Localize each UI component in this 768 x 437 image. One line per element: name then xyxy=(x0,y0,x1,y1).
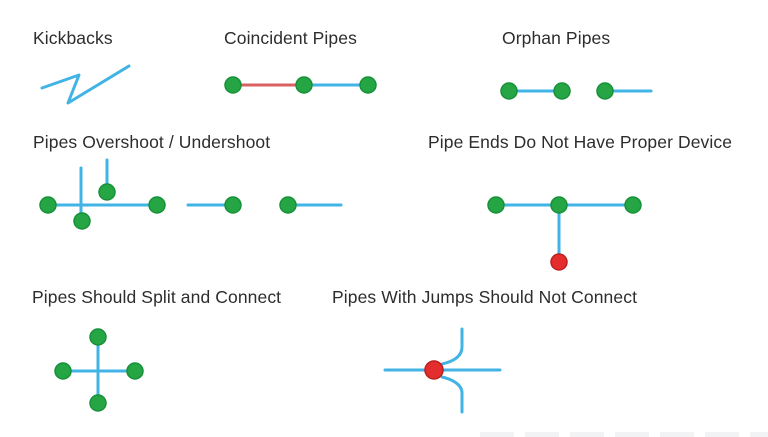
junction-node xyxy=(89,328,107,346)
junction-node xyxy=(148,196,166,214)
label-jumps-not-connect: Pipes With Jumps Should Not Connect xyxy=(332,287,638,307)
overshoot-undershoot-figure xyxy=(39,158,343,230)
label-pipe-ends-no-device: Pipe Ends Do Not Have Proper Device xyxy=(428,132,733,152)
junction-node xyxy=(487,196,505,214)
kickback-pipe-line xyxy=(40,64,131,105)
junction-node xyxy=(89,394,107,412)
junction-node xyxy=(224,196,242,214)
error-node-red xyxy=(424,360,444,380)
junction-node xyxy=(73,212,91,230)
pipe-ends-no-device-figure xyxy=(487,196,642,271)
junction-node xyxy=(550,196,568,214)
junction-node xyxy=(279,196,297,214)
orphan-pipes-figure xyxy=(500,82,653,100)
junction-node xyxy=(54,362,72,380)
watermark-strip xyxy=(480,432,768,437)
junction-node xyxy=(596,82,614,100)
junction-node xyxy=(98,183,116,201)
label-split-and-connect: Pipes Should Split and Connect xyxy=(32,287,282,307)
junction-node xyxy=(500,82,518,100)
label-kickbacks: Kickbacks xyxy=(33,28,113,48)
jump-pipe-upper xyxy=(440,327,464,366)
kickbacks-figure xyxy=(40,64,131,105)
label-orphan-pipes: Orphan Pipes xyxy=(502,28,611,48)
junction-node xyxy=(624,196,642,214)
error-node-red xyxy=(550,253,568,271)
junction-node xyxy=(126,362,144,380)
label-overshoot-undershoot: Pipes Overshoot / Undershoot xyxy=(33,132,271,152)
coincident-pipes-figure xyxy=(224,76,377,94)
junction-node xyxy=(224,76,242,94)
junction-node xyxy=(553,82,571,100)
junction-node xyxy=(295,76,313,94)
junction-node xyxy=(359,76,377,94)
split-and-connect-figure xyxy=(54,328,144,412)
jumps-should-not-connect-figure xyxy=(383,327,502,414)
label-coincident-pipes: Coincident Pipes xyxy=(224,28,357,48)
junction-node xyxy=(39,196,57,214)
jump-pipe-lower xyxy=(440,375,464,414)
